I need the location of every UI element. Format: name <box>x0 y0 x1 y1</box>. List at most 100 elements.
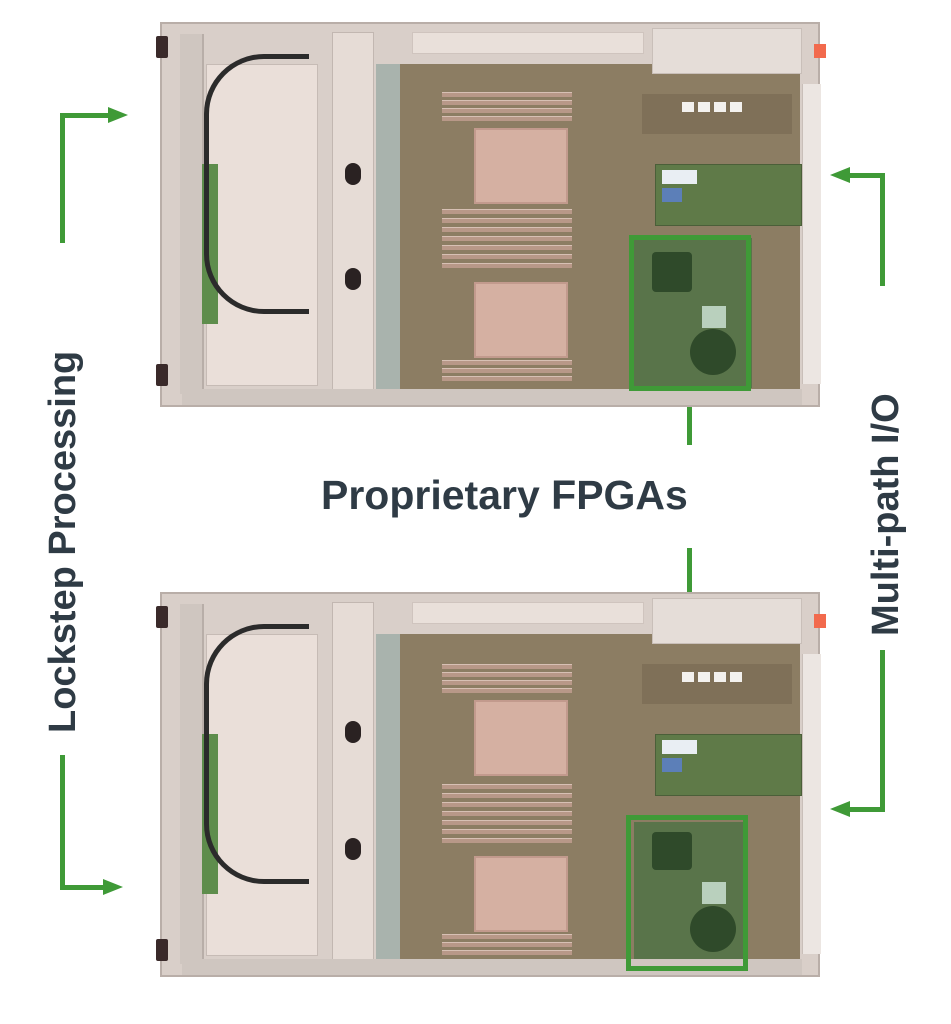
riser-card <box>642 94 792 134</box>
fan-strip <box>376 64 400 394</box>
dimm-slot <box>442 793 572 798</box>
dimm-slot <box>442 934 572 939</box>
dimm-slot <box>442 218 572 223</box>
chassis-handle <box>156 939 168 961</box>
left-bracket-bottom-vertical <box>60 755 65 890</box>
cable <box>204 54 309 314</box>
dimm-slot <box>442 227 572 232</box>
riser-chip <box>698 672 710 682</box>
riser-card <box>642 664 792 704</box>
fan-strip <box>376 634 400 964</box>
dimm-slot <box>442 116 572 121</box>
io-panel <box>802 84 821 384</box>
dimm-slot <box>442 263 572 268</box>
server-bottom-image <box>156 592 826 977</box>
riser-chip <box>714 102 726 112</box>
riser-chip <box>730 102 742 112</box>
riser-chip <box>714 672 726 682</box>
dimm-slot <box>442 100 572 105</box>
dimm-slot <box>442 838 572 843</box>
card-sticker <box>662 740 697 754</box>
fpga-heatsink <box>652 252 692 292</box>
riser-chip <box>682 102 694 112</box>
riser-chip <box>698 102 710 112</box>
top-rail <box>412 602 644 624</box>
fan-wall <box>332 32 374 399</box>
fpga-heatsink <box>690 329 736 375</box>
dimm-slot <box>442 784 572 789</box>
chassis-handle <box>156 606 168 628</box>
dimm-slot <box>442 209 572 214</box>
dimm-slot <box>442 688 572 693</box>
fpga-component <box>702 882 726 904</box>
dimm-slot <box>442 360 572 365</box>
fpga-component <box>702 306 726 328</box>
left-bracket-top-horizontal <box>60 113 110 118</box>
proprietary-fpgas-label: Proprietary FPGAs <box>321 472 688 518</box>
riser-chip <box>682 672 694 682</box>
bottom-rail <box>182 389 802 405</box>
left-bracket-bottom-horizontal <box>60 885 105 890</box>
card-connector <box>662 758 682 772</box>
arrow-right-icon <box>108 107 128 123</box>
front-rail <box>180 604 204 964</box>
dimm-slot <box>442 680 572 685</box>
fpga-connector-line-top <box>687 388 692 445</box>
fan-hole <box>345 163 361 185</box>
server-top-image <box>156 22 826 407</box>
fpga-heatsink <box>652 832 692 870</box>
power-supply <box>652 28 802 74</box>
dimm-slot <box>442 672 572 677</box>
drive-bay <box>206 64 318 386</box>
dimm-slot <box>442 820 572 825</box>
dimm-slot <box>442 811 572 816</box>
drive-bay <box>206 634 318 956</box>
riser-chip <box>730 672 742 682</box>
dimm-slot <box>442 254 572 259</box>
right-bracket-bottom-vertical <box>880 650 885 812</box>
right-bracket-bottom-horizontal <box>848 807 885 812</box>
cable <box>204 624 309 884</box>
bottom-rail <box>182 959 802 975</box>
dimm-slot <box>442 245 572 250</box>
left-bracket-top-vertical <box>60 113 65 243</box>
arrow-right-icon <box>103 879 123 895</box>
psu-release-tab <box>814 614 826 628</box>
fpga-highlight-top <box>629 235 751 391</box>
cpu-heatsink <box>474 856 568 932</box>
fan-hole <box>345 838 361 860</box>
dimm-slot <box>442 664 572 669</box>
dimm-slot <box>442 829 572 834</box>
dimm-slot <box>442 802 572 807</box>
cpu-heatsink <box>474 700 568 776</box>
dimm-slot <box>442 376 572 381</box>
fan-hole <box>345 721 361 743</box>
fpga-heatsink <box>690 906 736 952</box>
arrow-left-icon <box>830 167 850 183</box>
multi-path-io-label: Multi-path I/O <box>865 393 907 636</box>
psu-release-tab <box>814 44 826 58</box>
dimm-slot <box>442 942 572 947</box>
fan-wall <box>332 602 374 969</box>
io-panel <box>802 654 821 954</box>
chassis-handle <box>156 364 168 386</box>
fpga-highlight-bottom <box>626 815 748 971</box>
right-bracket-top-vertical <box>880 173 885 286</box>
card-connector <box>662 188 682 202</box>
dimm-slot <box>442 108 572 113</box>
lockstep-processing-label: Lockstep Processing <box>42 350 84 733</box>
cpu-heatsink <box>474 282 568 358</box>
right-bracket-top-horizontal <box>848 173 885 178</box>
top-rail <box>412 32 644 54</box>
cpu-heatsink <box>474 128 568 204</box>
front-rail <box>180 34 204 394</box>
chassis-handle <box>156 36 168 58</box>
dimm-slot <box>442 236 572 241</box>
dimm-slot <box>442 950 572 955</box>
arrow-left-icon <box>830 801 850 817</box>
card-sticker <box>662 170 697 184</box>
dimm-slot <box>442 92 572 97</box>
fan-hole <box>345 268 361 290</box>
power-supply <box>652 598 802 644</box>
dimm-slot <box>442 368 572 373</box>
